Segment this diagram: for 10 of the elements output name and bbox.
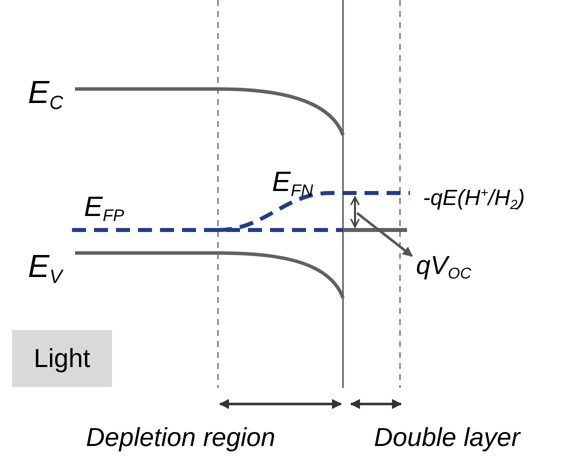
potential-label: -qE(H$^{+}$/H$_{2}$) <box>423 186 525 212</box>
band-label: E$_{V}$ <box>28 250 62 287</box>
leader-arrow <box>356 212 413 257</box>
region-label: Double layer <box>374 424 520 450</box>
band-label: E$_{C}$ <box>28 76 64 113</box>
region-label: Depletion region <box>86 424 276 450</box>
band-label: E$_{FN}$ <box>272 168 314 200</box>
band-label: E$_{FP}$ <box>84 193 124 225</box>
light-box: Light <box>12 330 112 387</box>
voltage-label: qV$_{OC}$ <box>416 252 472 282</box>
